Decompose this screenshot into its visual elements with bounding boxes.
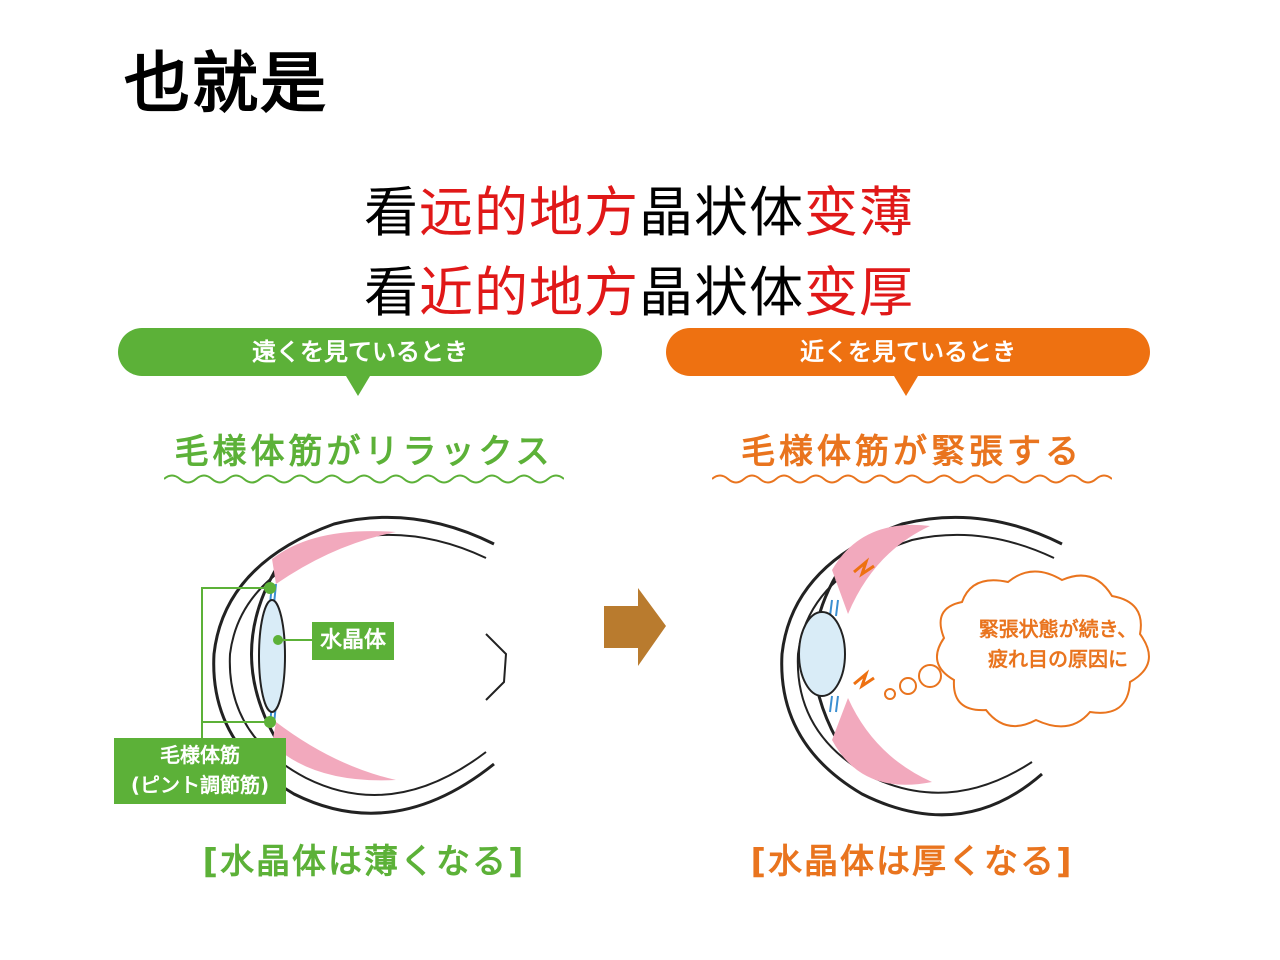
far-lens — [259, 600, 285, 712]
statement-near-lens: 晶状体 — [639, 261, 804, 324]
far-muscle-label-line2: (ピント調節筋) — [114, 770, 286, 800]
near-zonule-bottom — [830, 696, 838, 712]
far-optic-nerve — [486, 634, 506, 700]
far-muscle-label: 毛様体筋 (ピント調節筋) — [114, 738, 286, 804]
far-subtitle: 毛様体筋がリラックス — [114, 424, 614, 473]
near-thought-text: 緊張状態が続き、 疲れ目の原因に — [940, 614, 1176, 674]
far-lens-label: 水晶体 — [312, 622, 394, 660]
statement-near: 看近的地方晶状体变厚 — [364, 248, 914, 327]
far-vision-panel: 遠くを見ているとき 毛様体筋がリラックス 水晶体 毛様体筋 (ピント調節筋) [… — [114, 324, 614, 894]
near-thought-dot-3 — [919, 665, 941, 687]
far-muscle-bottom — [272, 722, 396, 780]
near-muscle-bottom — [832, 698, 932, 785]
slide-title: 也就是 — [124, 30, 328, 126]
far-muscle-top — [272, 531, 396, 584]
statement-far-distance: 远的地方 — [419, 181, 639, 244]
far-header: 遠くを見ているとき — [118, 328, 602, 376]
far-wavy-underline — [164, 472, 564, 486]
far-header-pointer — [346, 376, 370, 396]
near-lens — [799, 612, 845, 696]
near-subtitle: 毛様体筋が緊張する — [662, 424, 1162, 473]
near-header: 近くを見ているとき — [666, 328, 1150, 376]
near-thought-line1: 緊張状態が続き、 — [940, 614, 1176, 644]
statement-far-look: 看 — [364, 181, 419, 244]
statement-near-look: 看 — [364, 261, 419, 324]
far-muscle-label-line1: 毛様体筋 — [114, 740, 286, 770]
statement-far: 看远的地方晶状体变薄 — [364, 168, 914, 247]
near-zonule-top — [830, 600, 838, 616]
near-thought-dot-2 — [900, 678, 916, 694]
near-thought-dot-1 — [885, 689, 895, 699]
transition-arrow-icon — [604, 588, 668, 668]
near-caption: [水晶体は厚くなる] — [662, 834, 1162, 883]
statement-near-distance: 近的地方 — [419, 261, 639, 324]
statement-far-change: 变薄 — [804, 181, 914, 244]
near-tension-bottom-icon — [854, 674, 874, 686]
statement-near-change: 变厚 — [804, 261, 914, 324]
near-thought-line2: 疲れ目の原因に — [940, 644, 1176, 674]
statement-far-lens: 晶状体 — [639, 181, 804, 244]
far-caption: [水晶体は薄くなる] — [114, 834, 614, 883]
near-wavy-underline — [712, 472, 1112, 486]
near-header-pointer — [894, 376, 918, 396]
near-vision-panel: 近くを見ているとき 毛様体筋が緊張する 緊張状態が続き、 疲れ目の原因に [水晶… — [662, 324, 1162, 894]
